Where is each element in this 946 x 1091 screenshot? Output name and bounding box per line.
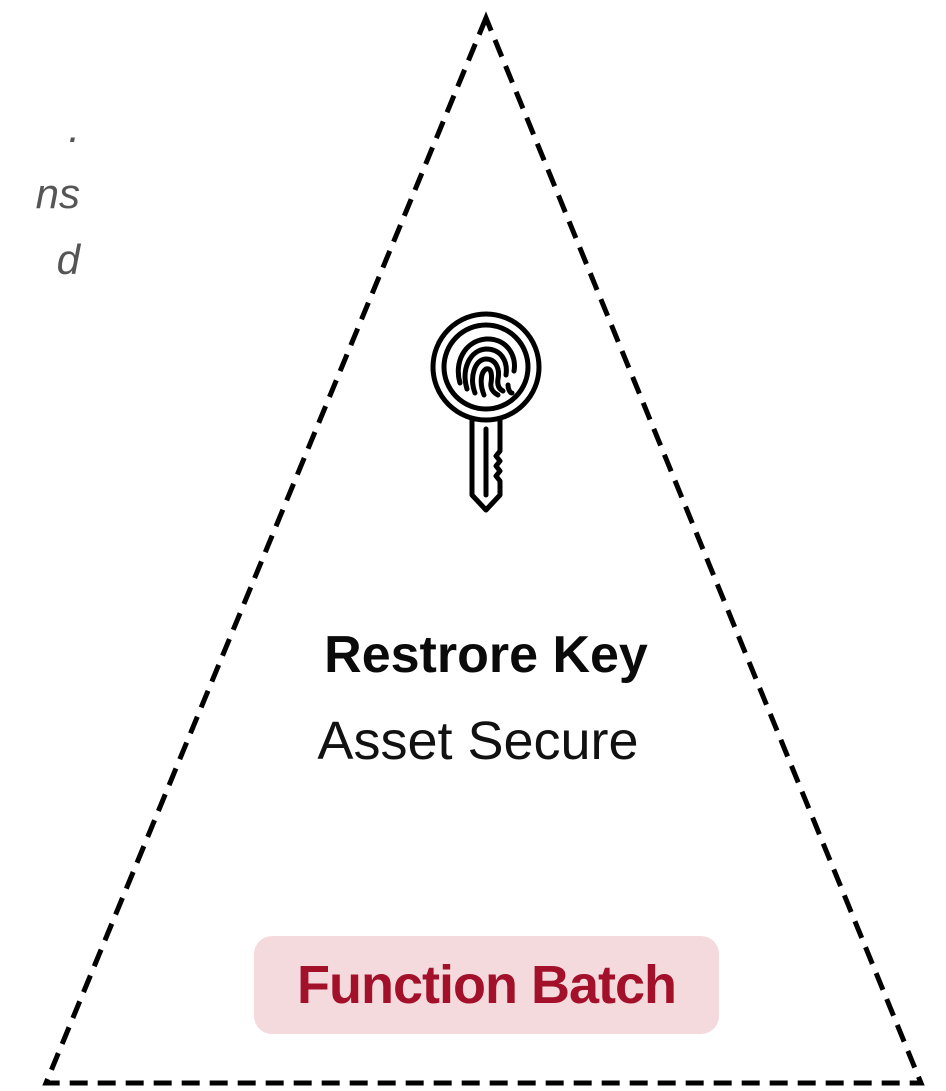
triangle-outline — [42, 11, 925, 1086]
fingerprint-key-icon — [420, 305, 552, 520]
side-text-line-1: . — [68, 104, 80, 151]
card-title: Restrore Key — [324, 626, 648, 684]
side-text-line-2: ns — [35, 170, 80, 217]
function-batch-badge: Function Batch — [254, 936, 719, 1034]
cropped-side-text: . ns d — [0, 95, 80, 293]
card-subtitle: Asset Secure — [317, 711, 639, 771]
side-text-line-3: d — [56, 236, 80, 283]
